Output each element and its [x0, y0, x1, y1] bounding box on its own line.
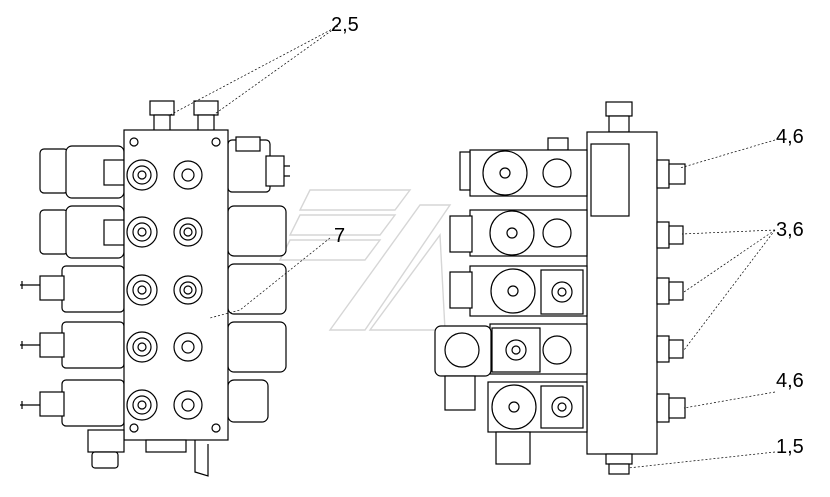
side-port-5: [656, 393, 686, 423]
tall-manifold-block: [586, 131, 658, 455]
side-port-2: [656, 221, 684, 249]
callout-label-2-5: 2,5: [331, 14, 359, 36]
callout-label-1-5: 1,5: [776, 436, 804, 458]
solenoid-left-row2: [39, 205, 125, 259]
bottom-fitting-left: [87, 429, 125, 469]
coil-right-row1: [227, 136, 290, 193]
valve-section-4: [434, 323, 588, 411]
valve-section-3: [449, 265, 588, 317]
valve-section-5: [487, 381, 588, 465]
side-port-3: [656, 277, 684, 305]
solenoid-left-row4: [20, 321, 125, 369]
valve-section-2: [449, 209, 588, 257]
leader-lines: [167, 25, 776, 469]
main-valve-block: [123, 129, 229, 441]
port-column-left: [126, 159, 158, 421]
bottom-fitting-right: [605, 453, 633, 475]
side-port-1: [656, 159, 686, 189]
solenoid-left-row1: [39, 145, 125, 199]
callout-label-4-6-bottom: 4,6: [776, 370, 804, 392]
coil-right-row4: [227, 321, 287, 373]
left-valve-block-view: [20, 100, 290, 477]
valve-section-1: [459, 137, 588, 197]
callout-label-4-6-top: 4,6: [776, 126, 804, 148]
port-column-right: [173, 160, 203, 420]
callout-label-3-6: 3,6: [776, 219, 804, 241]
coil-right-row2: [227, 205, 287, 257]
coil-right-row5: [227, 379, 269, 423]
top-fitting-left-2: [193, 100, 219, 134]
top-fitting-left-1: [149, 100, 175, 134]
top-fitting-right: [605, 101, 633, 133]
right-valve-block-view: [434, 101, 686, 475]
watermark-logo: [278, 189, 452, 331]
bottom-plug: [145, 439, 187, 453]
coil-right-row3: [227, 263, 287, 315]
side-port-4: [656, 335, 684, 363]
bottom-stub: [194, 440, 209, 477]
solenoid-left-row5: [20, 379, 125, 427]
callout-label-7: 7: [334, 225, 346, 247]
solenoid-left-row3: [20, 265, 125, 313]
